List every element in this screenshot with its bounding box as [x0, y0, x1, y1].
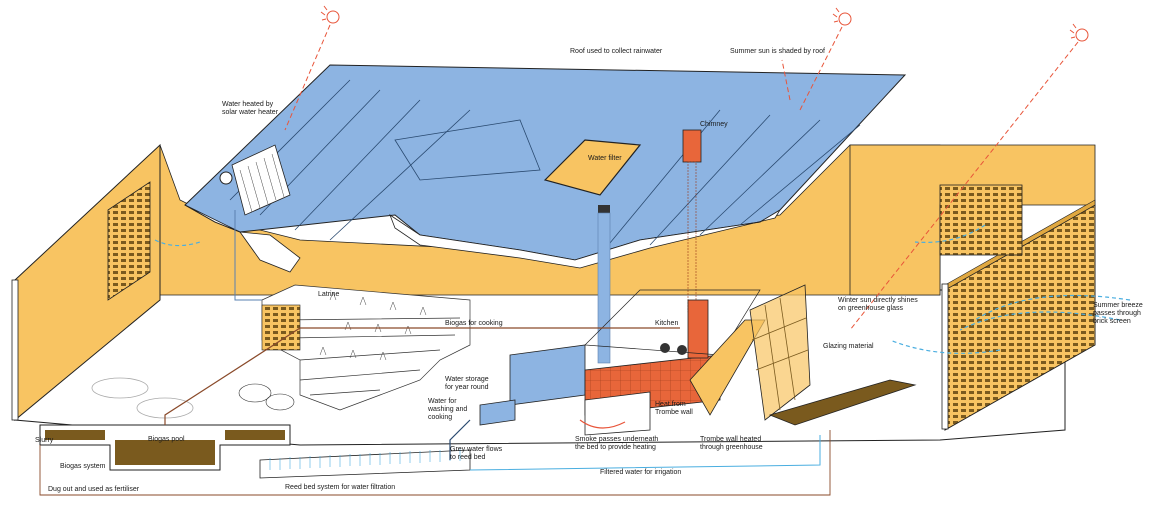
left-wall-edge — [11, 279, 19, 421]
sun-icon-2 — [832, 7, 852, 26]
biogas-pipe — [164, 327, 680, 425]
roof-underside-right — [389, 209, 781, 269]
filter-downpipe — [597, 212, 611, 364]
label-kitchen: Kitchen — [655, 320, 679, 327]
right-back-brick-screen — [939, 184, 1023, 256]
label-water-washing: Water for washing and cooking — [428, 398, 468, 421]
label-biogas-pool: Biogas pool — [148, 436, 185, 443]
kitchen-stove — [687, 299, 709, 359]
label-summer-breeze: Summer breeze passes through brick scree… — [1093, 302, 1143, 325]
biogas-system — [39, 377, 291, 471]
label-slurry: Slurry — [35, 437, 54, 444]
sun-icon-3 — [1069, 23, 1089, 42]
label-trombe-wall: Trombe wall heated through greenhouse — [700, 436, 763, 451]
label-winter-sun: Winter sun directly shines on greenhouse… — [838, 297, 918, 312]
stepped-garden — [261, 284, 471, 411]
greenhouse-glazing — [749, 284, 811, 421]
solar-downpipe — [234, 210, 262, 301]
label-glazing: Glazing material — [823, 343, 874, 350]
greenhouse-soil — [768, 379, 917, 426]
label-grey-water: Grey water flows to reed bed — [450, 446, 503, 461]
label-roof: Roof used to collect rainwater — [570, 48, 663, 55]
sun-rays — [284, 24, 1079, 331]
label-water-storage: Water storage for year round — [445, 376, 489, 391]
kitchen-bed-front — [584, 391, 651, 436]
plants — [319, 291, 427, 361]
smoke-arrow — [579, 419, 626, 429]
label-chimney: Chimney — [700, 121, 728, 128]
water-filter-drain — [598, 205, 610, 213]
right-wall-edge — [941, 283, 949, 430]
reed-bed — [259, 449, 471, 479]
kitchen-walls — [584, 289, 761, 356]
label-filtered-water: Filtered water for irrigation — [600, 469, 682, 476]
left-brick-screen — [107, 181, 151, 301]
label-latrine: Latrine — [318, 291, 340, 298]
breeze-arrows — [154, 224, 1131, 354]
fertiliser-pipe — [39, 430, 831, 496]
water-washing-tank — [479, 399, 516, 426]
label-biogas-system: Biogas system — [60, 463, 106, 470]
label-heat-trombe: Heat from Trombe wall — [655, 401, 693, 416]
label-biogas-cooking: Biogas for cooking — [445, 320, 503, 327]
label-summer-sun: Summer sun is shaded by roof — [730, 48, 825, 55]
roof-underside-left — [184, 204, 301, 273]
brick-latrine-wall — [261, 304, 301, 351]
label-reed-bed: Reed bed system for water filtration — [285, 484, 396, 491]
label-dug-out: Dug out and used as fertiliser — [48, 486, 140, 493]
water-storage — [509, 344, 586, 406]
pig — [238, 383, 295, 411]
label-smoke: Smoke passes underneath the bed to provi… — [575, 436, 659, 451]
grey-water-pipe — [449, 419, 471, 460]
solar-water-heater — [219, 144, 291, 216]
label-water-filter: Water filter — [588, 155, 622, 162]
water-filter-opening — [543, 139, 642, 196]
glazing-frames — [751, 297, 809, 411]
sun-icon — [320, 5, 340, 24]
irrigation-pipe — [469, 435, 821, 471]
cooking-pot-2 — [677, 345, 687, 355]
reeds — [269, 449, 461, 470]
chimney — [682, 129, 702, 163]
label-solar-heater: Water heated by solar water heater — [222, 101, 279, 116]
cooking-pot-1 — [660, 343, 670, 353]
